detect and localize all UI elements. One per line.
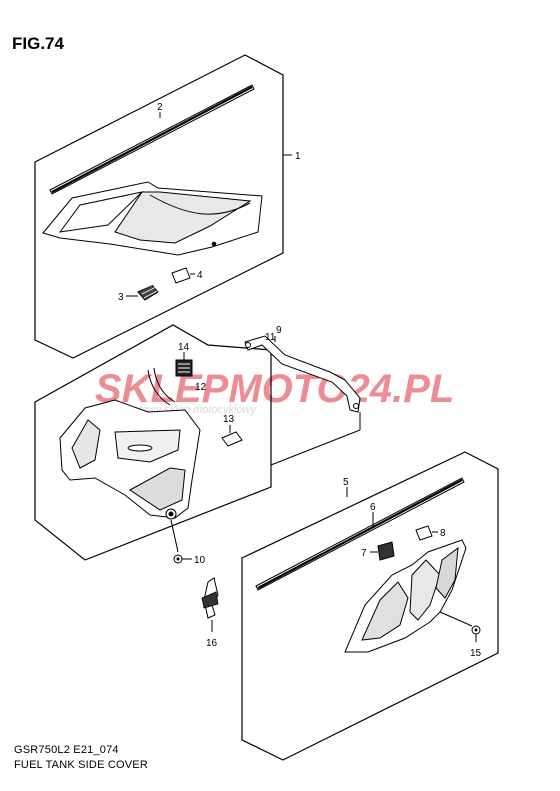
callout-15: 15 xyxy=(470,648,482,659)
group-panel-11 xyxy=(34,324,272,561)
callout-13: 13 xyxy=(223,414,235,425)
callout-7: 7 xyxy=(361,548,367,559)
diagram-caption: FUEL TANK SIDE COVER xyxy=(14,759,148,771)
callout-11: 11 xyxy=(265,332,276,343)
part-6-moulding xyxy=(255,477,465,591)
part-3-clip xyxy=(126,283,159,301)
callout-labels: 1 2 3 4 5 6 7 8 9 10 11 12 13 14 15 16 xyxy=(118,102,482,659)
part-9-bracket xyxy=(244,335,361,413)
part-11-cover xyxy=(59,399,201,520)
callout-8: 8 xyxy=(440,528,446,539)
group-panel-5 xyxy=(241,451,499,761)
part-16-clip xyxy=(201,577,219,632)
part-7-pad xyxy=(370,541,395,561)
part-10-screw xyxy=(170,519,192,564)
part-1-cover xyxy=(42,181,263,256)
callout-10: 10 xyxy=(194,555,206,566)
group-panel-1 xyxy=(34,54,284,359)
diagram-code: GSR750L2 E21_074 xyxy=(14,744,119,756)
callout-2: 2 xyxy=(157,102,163,113)
callout-9: 9 xyxy=(276,325,282,336)
part-2-moulding xyxy=(49,84,255,195)
callout-6: 6 xyxy=(370,502,376,513)
callout-5: 5 xyxy=(343,477,349,488)
part-12-seal xyxy=(147,367,176,406)
callout-14: 14 xyxy=(178,342,190,353)
callout-4: 4 xyxy=(197,270,203,281)
part-13-pad xyxy=(221,425,243,447)
leader-bracket-link xyxy=(270,429,361,466)
part-8-pad xyxy=(415,525,438,541)
callout-16: 16 xyxy=(206,638,218,649)
part-4-pad xyxy=(171,267,195,284)
part-14-clip xyxy=(175,352,193,377)
callout-1: 1 xyxy=(295,151,301,162)
part-15-screw xyxy=(439,611,481,642)
part-5-side-cover xyxy=(344,539,467,653)
figure-title: FIG.74 xyxy=(12,34,64,53)
callout-12: 12 xyxy=(195,382,207,393)
callout-3: 3 xyxy=(118,292,124,303)
